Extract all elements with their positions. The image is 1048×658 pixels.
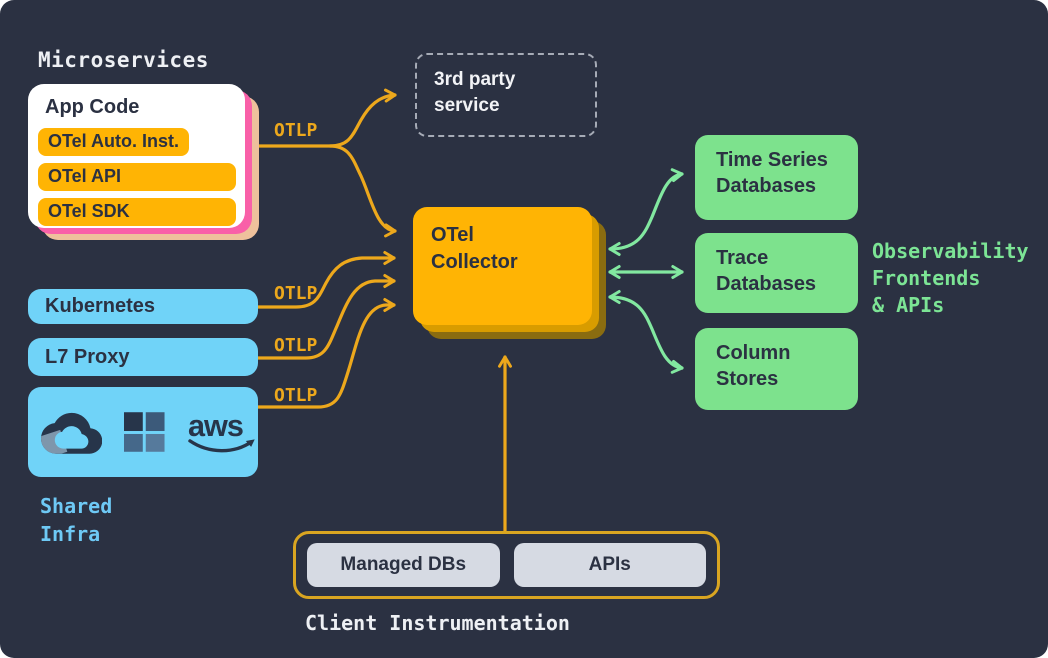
time-series-databases-box: Time Series Databases	[695, 135, 858, 220]
shared-infra-label: Shared Infra	[40, 492, 112, 548]
column-stores-box: Column Stores	[695, 328, 858, 410]
third-party-service-box: 3rd party service	[415, 53, 597, 137]
arrow-collector-column	[608, 290, 684, 374]
time-series-line-1: Time Series	[716, 149, 828, 171]
otlp-label-kubernetes: OTLP	[274, 283, 318, 304]
arrow-microservices-to-collector	[328, 144, 397, 238]
otel-sdk-pill: OTel SDK	[38, 198, 236, 226]
otel-collector-box: OTel Collector	[413, 207, 592, 325]
l7-proxy-box: L7 Proxy	[28, 338, 258, 376]
shared-infra-line-2: Infra	[40, 522, 101, 546]
collector-line-1: OTel	[431, 224, 474, 246]
observability-line-2: Frontends	[872, 266, 981, 290]
shared-infra-line-1: Shared	[40, 494, 113, 518]
microsoft-icon	[124, 412, 165, 452]
otlp-label-microservices: OTLP	[274, 120, 318, 141]
otel-auto-inst-pill: OTel Auto. Inst.	[38, 128, 189, 156]
otel-api-pill: OTel API	[38, 163, 236, 191]
aws-wordmark: aws	[188, 409, 243, 443]
shared-infra-box: aws	[28, 387, 258, 477]
app-code-card: App Code OTel Auto. Inst. OTel API OTel …	[28, 84, 245, 228]
column-line-1: Column	[716, 342, 791, 364]
app-code-title: App Code	[45, 96, 140, 118]
otlp-label-l7-proxy: OTLP	[274, 335, 318, 356]
observability-label: Observability Frontends & APIs	[872, 238, 1029, 319]
otlp-label-shared-infra: OTLP	[274, 385, 318, 406]
arrow-collector-timeseries	[608, 168, 684, 256]
column-line-2: Stores	[716, 368, 779, 390]
observability-line-1: Observability	[872, 239, 1029, 263]
managed-dbs-pill: Managed DBs	[307, 543, 500, 587]
trace-line-2: Databases	[716, 273, 817, 295]
kubernetes-box: Kubernetes	[28, 289, 258, 324]
third-party-line-1: 3rd party	[434, 69, 516, 90]
apis-pill: APIs	[513, 543, 706, 587]
time-series-line-2: Databases	[716, 175, 817, 197]
trace-databases-box: Trace Databases	[695, 233, 858, 313]
third-party-line-2: service	[434, 95, 500, 116]
collector-line-2: Collector	[431, 251, 518, 273]
client-instrumentation-container: Managed DBs APIs	[293, 531, 720, 599]
aws-icon: aws	[188, 409, 255, 453]
observability-line-3: & APIs	[872, 293, 945, 317]
trace-line-1: Trace	[716, 247, 769, 269]
google-cloud-icon	[41, 412, 103, 454]
client-instrumentation-caption: Client Instrumentation	[305, 611, 570, 635]
microservices-heading: Microservices	[38, 48, 209, 72]
